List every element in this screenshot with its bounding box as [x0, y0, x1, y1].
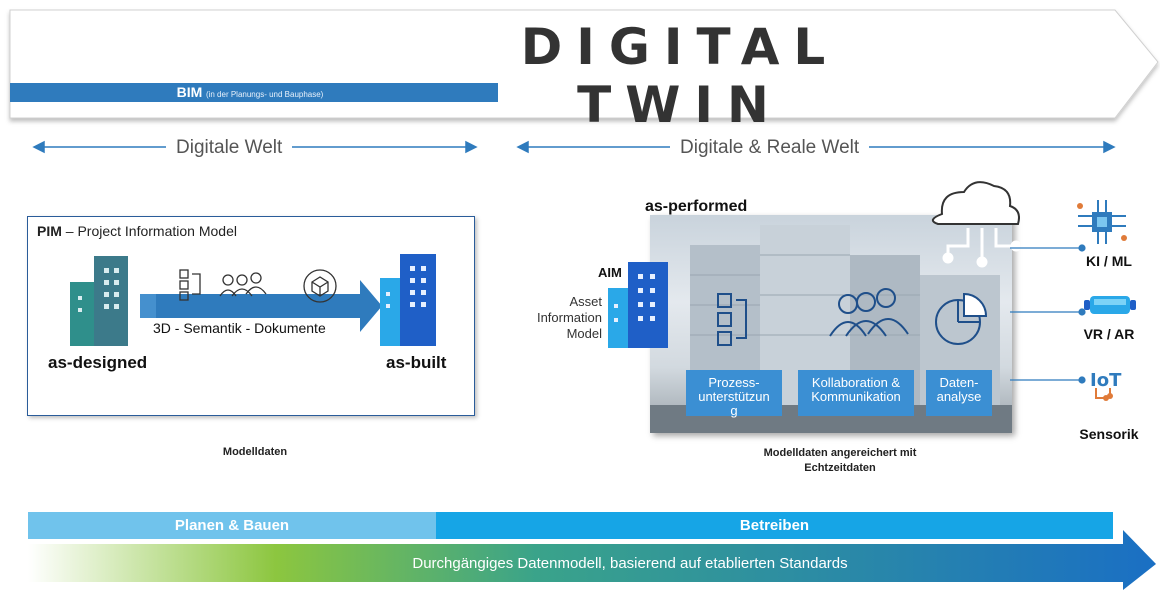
right-icons — [717, 181, 1020, 346]
aim-line-2: Information — [536, 310, 602, 325]
collaboration-icon — [829, 288, 909, 337]
ki-ml-label: KI / ML — [1086, 253, 1132, 269]
pim-text: – Project Information Model — [61, 223, 237, 239]
building-as-designed-icon — [70, 256, 128, 346]
label-data-analysis: Daten- analyse — [926, 370, 992, 416]
vr-ar-label: VR / AR — [1083, 326, 1135, 342]
iot-icon: IoT — [1090, 370, 1122, 401]
phase-betreiben: Betreiben — [436, 512, 1113, 539]
aim-line-1: Asset — [569, 294, 602, 309]
phase-planen-bauen: Planen & Bauen — [28, 512, 436, 539]
sensorik-label: Sensorik — [1079, 426, 1139, 442]
right-caption: Modelldaten angereichert mit Echtzeitdat… — [710, 446, 970, 476]
label-process-support: Prozess- unterstützun g — [686, 370, 782, 418]
as-built-label: as-built — [386, 353, 447, 372]
building-as-built-icon — [380, 254, 436, 346]
cloud-icon — [931, 181, 1020, 225]
ai-chip-icon — [1077, 200, 1127, 244]
people-small-icon — [219, 272, 267, 297]
bim-phase-bar: BIM (in der Planungs- und Bauphase) — [10, 83, 498, 102]
pie-chart-icon — [935, 292, 988, 345]
aim-abbr: AIM — [598, 265, 622, 280]
tech-connectors — [1010, 244, 1086, 384]
arrow-label: 3D - Semantik - Dokumente — [153, 320, 326, 336]
process-icon — [717, 293, 747, 346]
page-title: DIGITAL TWIN — [520, 18, 840, 134]
left-caption: Modelldaten — [222, 446, 288, 458]
as-performed-label: as-performed — [645, 198, 748, 215]
right-caption-line-2: Echtzeitdaten — [804, 462, 876, 474]
as-designed-label: as-designed — [48, 353, 148, 372]
data-model-label: Durchgängiges Datenmodell, basierend auf… — [412, 555, 848, 572]
bim-label: BIM — [176, 84, 203, 100]
pim-abbr: PIM — [37, 223, 62, 239]
vr-headset-icon — [1084, 296, 1136, 314]
pim-graphic — [70, 254, 436, 346]
world-label-digital: Digitale Welt — [166, 137, 293, 159]
bim-note: (in der Planungs- und Bauphase) — [205, 90, 324, 99]
data-flow-icon — [942, 228, 1020, 268]
world-label-digital-real: Digitale & Reale Welt — [670, 137, 870, 159]
process-small-icon — [179, 269, 201, 301]
3d-cube-icon — [303, 269, 337, 303]
data-model-arrow — [28, 530, 1156, 590]
aim-line-3: Model — [566, 326, 602, 341]
label-collaboration: Kollaboration & Kommunikation — [798, 370, 914, 416]
right-caption-line-1: Modelldaten angereichert mit — [763, 447, 917, 459]
aim-building-icon — [608, 262, 668, 348]
svg-text:IoT: IoT — [1090, 370, 1122, 391]
pim-title: PIM – Project Information Model — [37, 223, 237, 239]
aim-text: Asset Information Model — [510, 294, 602, 342]
